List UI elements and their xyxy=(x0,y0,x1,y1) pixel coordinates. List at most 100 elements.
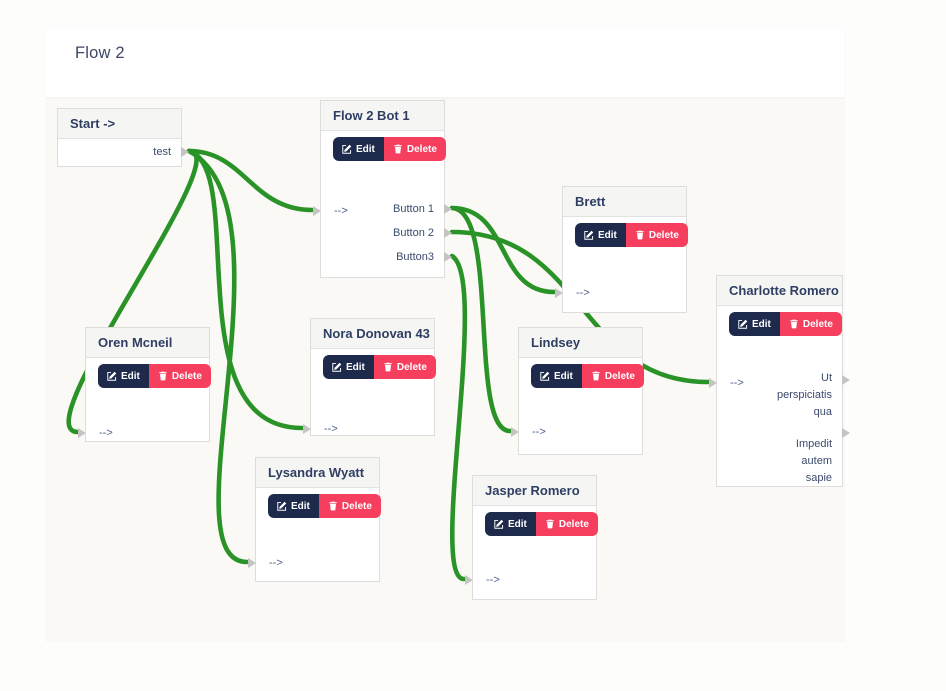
node-actions: Edit Delete xyxy=(256,488,381,518)
input-label: --> xyxy=(730,377,744,389)
delete-button-label: Delete xyxy=(648,229,679,241)
edit-button[interactable]: Edit xyxy=(268,494,319,518)
flow-title: Flow 2 xyxy=(75,44,125,62)
input-label: --> xyxy=(324,423,338,435)
edit-button[interactable]: Edit xyxy=(575,223,626,247)
edit-button[interactable]: Edit xyxy=(531,364,582,388)
edit-pencil-icon xyxy=(584,230,594,240)
node-start[interactable]: Start -> test xyxy=(57,108,189,167)
trash-icon xyxy=(546,519,554,529)
node-title: Charlotte Romero xyxy=(717,276,842,306)
connection-curve-start.test-to-lysandra[interactable] xyxy=(186,148,250,565)
delete-button-label: Delete xyxy=(604,370,635,382)
connection-curve-start.test-to-oren[interactable] xyxy=(66,148,199,435)
connection-curve-start.test-to-nora[interactable] xyxy=(186,148,305,431)
node-title: Lysandra Wyatt xyxy=(256,458,379,488)
input-port[interactable] xyxy=(465,575,473,585)
delete-button[interactable]: Delete xyxy=(318,494,381,518)
edit-button-label: Edit xyxy=(752,318,771,330)
node-title: Nora Donovan 43 xyxy=(311,319,434,349)
delete-button[interactable]: Delete xyxy=(581,364,644,388)
input-port[interactable] xyxy=(248,558,256,568)
delete-button[interactable]: Delete xyxy=(383,137,446,161)
output-port[interactable] xyxy=(444,252,452,262)
edit-pencil-icon xyxy=(332,362,342,372)
node-title: Brett xyxy=(563,187,686,217)
edit-pencil-icon xyxy=(738,319,748,329)
input-label: --> xyxy=(99,427,113,439)
output-label: Button3 xyxy=(396,251,434,263)
delete-button-label: Delete xyxy=(558,518,589,530)
delete-button[interactable]: Delete xyxy=(148,364,211,388)
edit-button-label: Edit xyxy=(356,143,375,155)
input-label: --> xyxy=(576,287,590,299)
input-label: --> xyxy=(334,205,348,217)
node-actions: Edit Delete xyxy=(563,217,688,247)
delete-button-label: Delete xyxy=(341,500,372,512)
connection-curve-flow2bot1.button1-to-lindsey[interactable] xyxy=(449,205,513,434)
delete-button-label: Delete xyxy=(171,370,202,382)
connection-curve-start.test-to-flow2bot1[interactable] xyxy=(186,148,315,213)
edit-button[interactable]: Edit xyxy=(333,137,384,161)
trash-icon xyxy=(329,501,337,511)
trash-icon xyxy=(636,230,644,240)
output-port[interactable] xyxy=(181,147,189,157)
node-actions: Edit Delete xyxy=(321,131,446,161)
input-port[interactable] xyxy=(313,206,321,216)
edit-button[interactable]: Edit xyxy=(485,512,536,536)
delete-button[interactable]: Delete xyxy=(779,312,842,336)
output-label: test xyxy=(153,146,171,158)
edit-pencil-icon xyxy=(107,371,117,381)
trash-icon xyxy=(394,144,402,154)
node-title: Flow 2 Bot 1 xyxy=(321,101,444,131)
edit-button[interactable]: Edit xyxy=(98,364,149,388)
trash-icon xyxy=(790,319,798,329)
connection-curve-flow2bot1.button1-to-brett[interactable] xyxy=(449,205,557,295)
edit-pencil-icon xyxy=(342,144,352,154)
output-port[interactable] xyxy=(444,228,452,238)
trash-icon xyxy=(384,362,392,372)
input-port[interactable] xyxy=(303,424,311,434)
output-port[interactable] xyxy=(842,375,850,385)
delete-button[interactable]: Delete xyxy=(535,512,598,536)
node-title: Start -> xyxy=(58,109,181,139)
edit-pencil-icon xyxy=(540,371,550,381)
edit-button-label: Edit xyxy=(508,518,527,530)
connection-curve-flow2bot1.button3-to-jasper[interactable] xyxy=(449,253,468,582)
delete-button-label: Delete xyxy=(802,318,833,330)
delete-button[interactable]: Delete xyxy=(625,223,688,247)
flow-header-bar: Flow 2 xyxy=(45,29,845,97)
output-port[interactable] xyxy=(842,428,850,438)
input-label: --> xyxy=(269,557,283,569)
edit-button-label: Edit xyxy=(554,370,573,382)
edit-button-label: Edit xyxy=(291,500,310,512)
node-actions: Edit Delete xyxy=(717,306,842,336)
input-label: --> xyxy=(532,426,546,438)
edit-pencil-icon xyxy=(277,501,287,511)
delete-button[interactable]: Delete xyxy=(373,355,436,379)
input-port[interactable] xyxy=(78,428,86,438)
input-label: --> xyxy=(486,574,500,586)
output-label: Button 2 xyxy=(393,227,434,239)
input-port[interactable] xyxy=(511,427,519,437)
node-title: Jasper Romero xyxy=(473,476,596,506)
input-port[interactable] xyxy=(555,288,563,298)
edit-button[interactable]: Edit xyxy=(323,355,374,379)
delete-button-label: Delete xyxy=(406,143,437,155)
output-port[interactable] xyxy=(444,204,452,214)
edit-button[interactable]: Edit xyxy=(729,312,780,336)
input-port[interactable] xyxy=(709,378,717,388)
